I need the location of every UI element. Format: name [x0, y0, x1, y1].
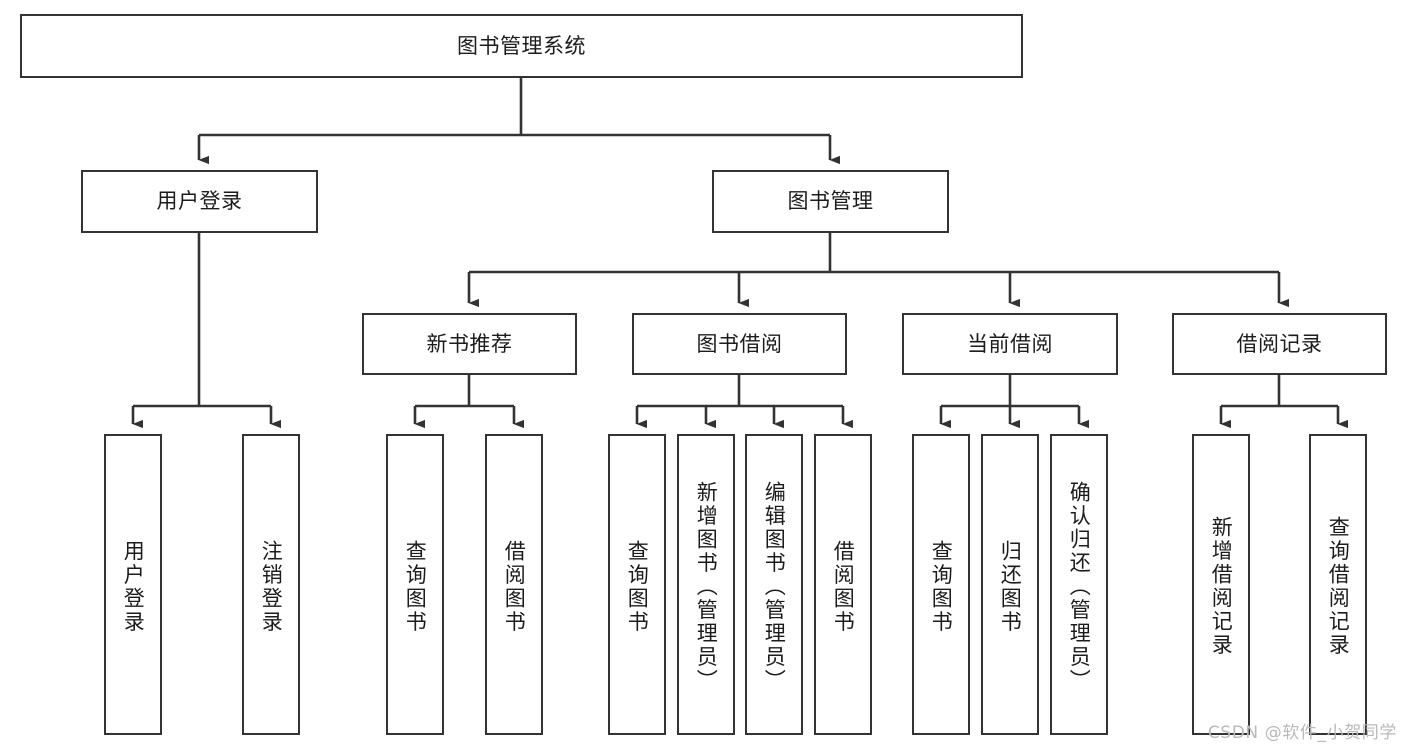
node-new-book-recommend[interactable]: 新书推荐 [362, 313, 577, 375]
leaf-return-book-label: 归还图书 [998, 539, 1023, 634]
leaf-borrow-book-1-label: 借阅图书 [502, 539, 527, 634]
node-user-login-label: 用户登录 [156, 189, 243, 214]
leaf-query-book-3[interactable]: 查询图书 [912, 434, 970, 735]
node-book-borrow[interactable]: 图书借阅 [632, 313, 847, 375]
leaf-query-book-2[interactable]: 查询图书 [608, 434, 666, 735]
leaf-user-logout[interactable]: 注销登录 [242, 434, 300, 735]
leaf-edit-book[interactable]: 编辑图书（管理员） [745, 434, 803, 735]
node-book-manage-label: 图书管理 [787, 189, 874, 214]
node-borrow-record-label: 借阅记录 [1236, 331, 1323, 356]
leaf-edit-book-label: 编辑图书（管理员） [762, 480, 787, 693]
node-root[interactable]: 图书管理系统 [20, 14, 1023, 78]
leaf-user-login-label: 用户登录 [121, 539, 146, 634]
node-new-book-recommend-label: 新书推荐 [426, 331, 513, 356]
leaf-query-record[interactable]: 查询借阅记录 [1309, 434, 1367, 735]
leaf-add-book-label: 新增图书（管理员） [694, 480, 719, 693]
leaf-borrow-book-1[interactable]: 借阅图书 [485, 434, 543, 735]
node-borrow-record[interactable]: 借阅记录 [1172, 313, 1387, 375]
node-current-borrow[interactable]: 当前借阅 [902, 313, 1118, 375]
leaf-add-record-label: 新增借阅记录 [1209, 516, 1234, 657]
node-book-manage[interactable]: 图书管理 [712, 170, 949, 233]
node-book-borrow-label: 图书借阅 [696, 331, 783, 356]
node-user-login[interactable]: 用户登录 [81, 170, 318, 233]
leaf-query-book-1-label: 查询图书 [403, 539, 428, 634]
leaf-add-record[interactable]: 新增借阅记录 [1192, 434, 1250, 735]
leaf-confirm-return-label: 确认归还（管理员） [1067, 480, 1092, 693]
leaf-borrow-book-2[interactable]: 借阅图书 [814, 434, 872, 735]
leaf-query-book-1[interactable]: 查询图书 [386, 434, 444, 735]
node-current-borrow-label: 当前借阅 [967, 331, 1053, 356]
node-root-label: 图书管理系统 [457, 33, 586, 58]
leaf-query-book-2-label: 查询图书 [625, 539, 650, 634]
leaf-borrow-book-2-label: 借阅图书 [831, 539, 856, 634]
leaf-confirm-return[interactable]: 确认归还（管理员） [1050, 434, 1108, 735]
leaf-query-record-label: 查询借阅记录 [1326, 516, 1351, 657]
leaf-query-book-3-label: 查询图书 [929, 539, 954, 634]
leaf-add-book[interactable]: 新增图书（管理员） [677, 434, 735, 735]
watermark: CSDN @软件_小贺同学 [1207, 723, 1397, 743]
leaf-user-login[interactable]: 用户登录 [104, 434, 162, 735]
leaf-user-logout-label: 注销登录 [259, 539, 284, 634]
leaf-return-book[interactable]: 归还图书 [981, 434, 1039, 735]
